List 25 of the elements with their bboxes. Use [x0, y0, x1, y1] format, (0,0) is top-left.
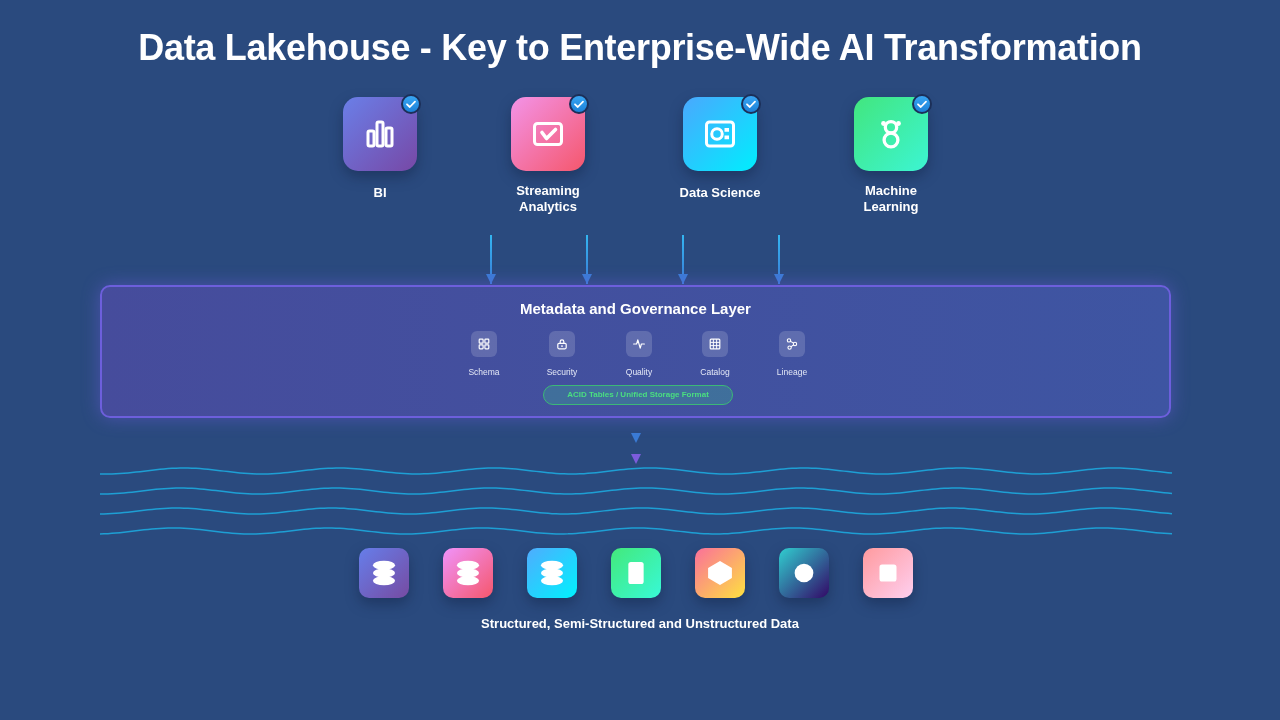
page-title: Data Lakehouse - Key to Enterprise-Wide AI Transformation — [138, 27, 1142, 68]
layer-panel — [100, 285, 1171, 418]
feature-label: Schema — [468, 367, 500, 377]
rectangle-icon — [611, 548, 661, 598]
database-icon — [443, 548, 493, 598]
node-label: Machine Learning — [862, 183, 920, 215]
wave-lines — [100, 465, 1172, 537]
database-icon — [359, 548, 409, 598]
node-label: Streaming Analytics — [515, 183, 581, 215]
square-icon — [863, 548, 913, 598]
arrow — [486, 234, 496, 285]
arrow — [678, 234, 688, 285]
arrow — [774, 234, 784, 285]
database-icon — [527, 548, 577, 598]
layer-title: Metadata and Governance Layer — [520, 300, 751, 318]
feature-label: Catalog — [700, 367, 730, 377]
arrow — [582, 234, 592, 285]
feature-label: Security — [546, 367, 578, 377]
feature-label: Quality — [625, 367, 653, 377]
arrow — [631, 433, 641, 464]
node-label: BI — [373, 185, 387, 201]
feature-label: Lineage — [776, 367, 808, 377]
data-caption: Structured, Semi-Structured and Unstructured Data — [481, 616, 799, 632]
format-tag: ACID Tables / Unified Storage Format — [543, 385, 733, 405]
node-label: Data Science — [679, 185, 761, 201]
